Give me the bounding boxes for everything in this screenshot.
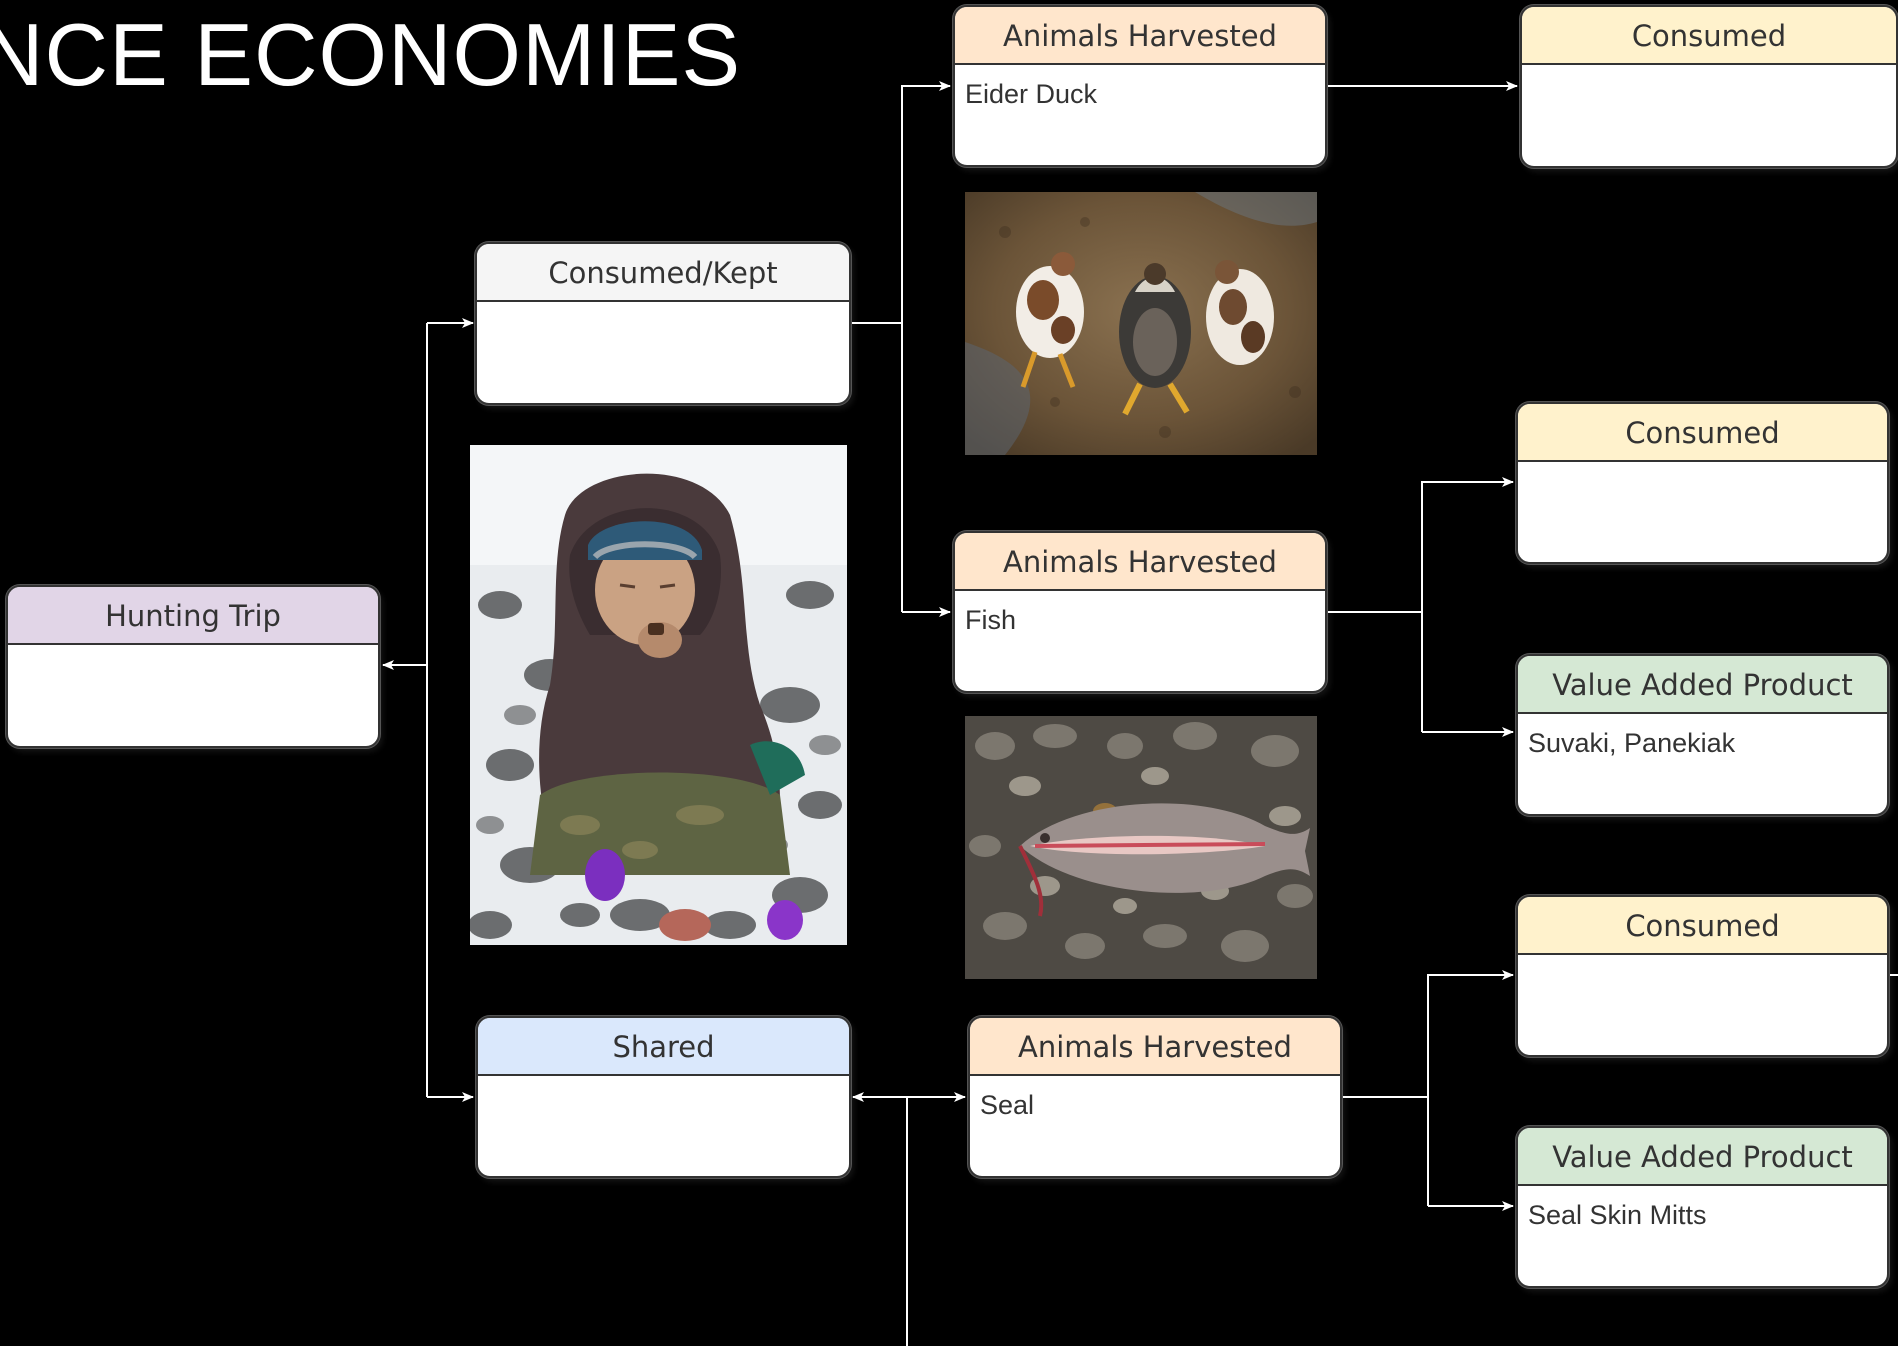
- slide-title: NCE ECONOMIES: [0, 5, 742, 104]
- node-body: Seal Skin Mitts: [1528, 1200, 1707, 1230]
- harvest-eider-duck-node[interactable]: Animals Harvested Eider Duck: [953, 5, 1327, 167]
- person-eating-photo: [470, 445, 847, 945]
- node-header: Value Added Product: [1518, 656, 1887, 714]
- fish-photo: [965, 716, 1317, 979]
- node-header: Consumed: [1518, 897, 1887, 955]
- node-header: Consumed/Kept: [477, 244, 849, 302]
- consumed-node-3[interactable]: Consumed: [1516, 895, 1889, 1057]
- harvest-seal-node[interactable]: Animals Harvested Seal: [968, 1016, 1342, 1178]
- consumed-node-1[interactable]: Consumed: [1520, 5, 1898, 168]
- connector-seal-to-consumed-3: [1427, 970, 1514, 1206]
- node-header: Consumed: [1518, 404, 1887, 462]
- connector-fish-to-consumed-2: [1421, 477, 1514, 732]
- eider-duck-photo: [965, 192, 1317, 455]
- shared-node[interactable]: Shared: [476, 1016, 851, 1178]
- node-body: Suvaki, Panekiak: [1528, 728, 1736, 758]
- node-body: [1522, 65, 1896, 93]
- node-header: Value Added Product: [1518, 1128, 1887, 1186]
- node-header: Consumed: [1522, 7, 1896, 65]
- node-body: Seal: [980, 1090, 1035, 1120]
- consumed-node-2[interactable]: Consumed: [1516, 402, 1889, 564]
- node-body: [478, 1076, 849, 1104]
- node-header: Shared: [478, 1018, 849, 1076]
- value-added-node-2[interactable]: Value Added Product Seal Skin Mitts: [1516, 1126, 1889, 1288]
- node-body: [1518, 955, 1887, 983]
- hunting-trip-node[interactable]: Hunting Trip: [6, 585, 380, 748]
- node-header: Hunting Trip: [8, 587, 378, 645]
- node-body: [477, 302, 849, 330]
- harvest-fish-node[interactable]: Animals Harvested Fish: [953, 531, 1327, 693]
- node-body: [8, 645, 378, 673]
- value-added-node-1[interactable]: Value Added Product Suvaki, Panekiak: [1516, 654, 1889, 816]
- node-body: Fish: [965, 605, 1017, 635]
- node-header: Animals Harvested: [970, 1018, 1340, 1076]
- node-body: Eider Duck: [965, 79, 1098, 109]
- node-body: [1518, 462, 1887, 490]
- connector-to-harvest-duck: [901, 81, 951, 612]
- node-header: Animals Harvested: [955, 533, 1325, 591]
- node-header: Animals Harvested: [955, 7, 1325, 65]
- consumed-kept-node[interactable]: Consumed/Kept: [475, 242, 851, 405]
